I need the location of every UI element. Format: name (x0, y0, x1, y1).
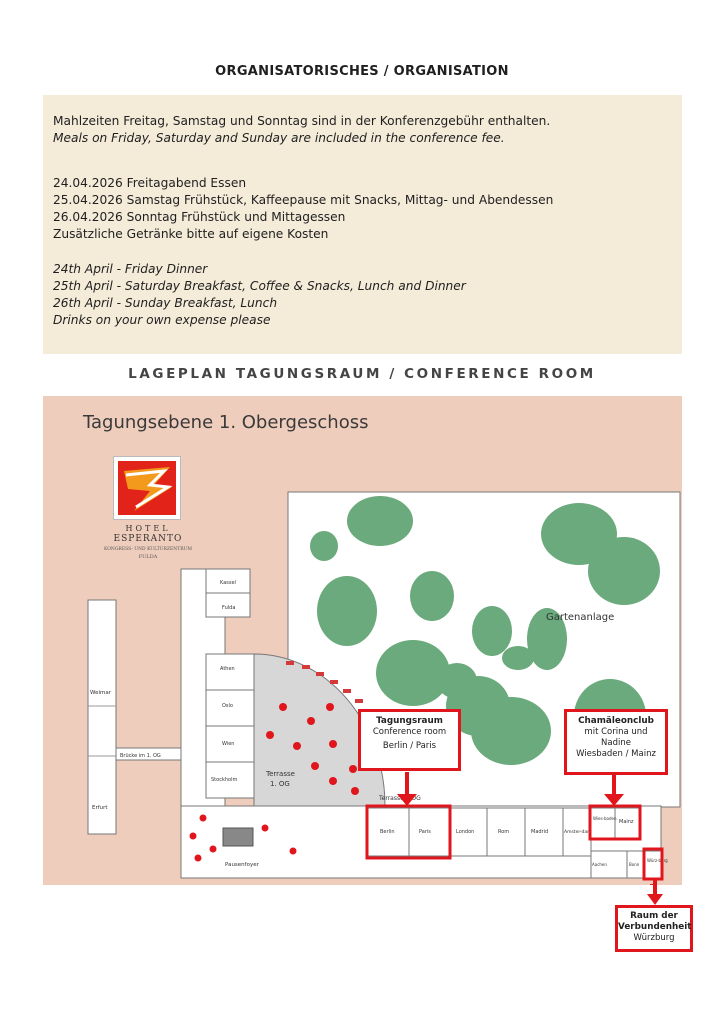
room-wuerzburg: Würz-burg (647, 858, 668, 863)
room-rom: Rom (498, 829, 509, 835)
schedule-de-line: Zusätzliche Getränke bitte auf eigene Ko… (53, 227, 329, 241)
room-oslo: Oslo (222, 703, 233, 709)
meals-info-box: Mahlzeiten Freitag, Samstag und Sonntag … (43, 95, 682, 354)
callout-chamaeleon-title: Chamäleonclub (578, 716, 654, 726)
hotel-name-line3: KONGRESS- UND KULTURZENTRUM (103, 547, 193, 552)
room-wien: Wien (222, 741, 234, 747)
room-amsterdam: Amster-dam (564, 829, 592, 835)
highlight-berlin-paris (365, 804, 452, 860)
foyer-label: Pausenfoyer (225, 862, 260, 868)
garden-trees (310, 496, 660, 765)
room-mainz: Mainz (619, 819, 634, 825)
room-berlin: Berlin (380, 829, 395, 835)
callout-chamaeleon-line1: mit Corina und (584, 727, 648, 737)
callout-conference-subtitle: Conference room (372, 727, 447, 737)
highlight-wiesbaden-mainz (588, 804, 642, 841)
callout-verbundenheit-room: Würzburg (633, 933, 675, 943)
garden-label: Gartenanlage (546, 612, 614, 623)
hotel-name-line2: ESPERANTO (113, 534, 183, 544)
room-wiesbaden: Wies-baden (593, 816, 617, 821)
callout-raum-der-verbundenheit: Raum der Verbundenheit Würzburg (615, 905, 693, 952)
terrace-label-1: Terrasse (265, 770, 295, 778)
schedule-de-line: 26.04.2026 Sonntag Frühstück und Mittage… (53, 210, 346, 224)
section-title-floorplan: LAGEPLAN TAGUNGSRAUM / CONFERENCE ROOM (128, 366, 596, 382)
terrace-small-label: Terrasse 1.OG (378, 795, 421, 802)
hotel-name-line1: HOTEL (125, 524, 171, 533)
page-title: ORGANISATORISCHES / ORGANISATION (215, 64, 509, 79)
schedule-en-line: Drinks on your own expense please (53, 313, 271, 327)
schedule-de-line: 24.04.2026 Freitagabend Essen (53, 176, 247, 190)
room-stockholm: Stockholm (211, 777, 237, 783)
weimar-wing (87, 599, 117, 835)
schedule-de-line: 25.04.2026 Samstag Frühstück, Kaffeepaus… (53, 193, 554, 207)
schedule-en-line: 25th April - Saturday Breakfast, Coffee … (53, 279, 466, 293)
room-bonn: Bonn (629, 862, 640, 867)
arrow-to-wuerzburg (647, 878, 663, 905)
room-athen: Athen (220, 666, 235, 672)
floor-plan-map: Tagungsebene 1. Obergeschoss HOTEL ESPER… (43, 396, 682, 885)
room-fulda: Fulda (222, 605, 235, 611)
hotel-logo (113, 456, 181, 520)
room-kassel: Kassel (220, 580, 236, 586)
meals-de: Mahlzeiten Freitag, Samstag und Sonntag … (53, 114, 551, 128)
callout-chamaeleonclub: Chamäleonclub mit Corina und Nadine Wies… (564, 709, 668, 775)
hotel-name-line4: FULDA (138, 554, 158, 560)
bridge-label: Brücke im 1. OG (120, 753, 161, 759)
foyer-counter (222, 827, 254, 847)
floor-plan-drawing: Gartenanlage Weimar Erfurt Brücke im 1. … (87, 491, 681, 885)
callout-chamaeleon-rooms: Wiesbaden / Mainz (576, 749, 656, 759)
foyer-tables (189, 814, 297, 862)
callout-conference-rooms: Berlin / Paris (382, 741, 437, 751)
callout-conference-room: Tagungsraum Conference room Berlin / Par… (358, 709, 461, 771)
schedule-en-line: 24th April - Friday Dinner (53, 262, 208, 276)
callout-conference-title: Tagungsraum (376, 716, 443, 726)
room-aachen: Aachen (592, 862, 607, 867)
room-madrid: Madrid (531, 829, 548, 835)
terrace-benches (286, 661, 363, 703)
schedule-en-line: 26th April - Sunday Breakfast, Lunch (53, 296, 278, 310)
room-weimar: Weimar (90, 690, 112, 696)
meals-en: Meals on Friday, Saturday and Sunday are… (53, 131, 505, 145)
room-erfurt: Erfurt (92, 805, 108, 811)
room-london: London (456, 829, 474, 835)
callout-verbundenheit-title2: Verbundenheit (618, 922, 692, 932)
callout-chamaeleon-line2: Nadine (601, 738, 631, 748)
callout-verbundenheit-title1: Raum der (630, 911, 678, 921)
map-title: Tagungsebene 1. Obergeschoss (83, 412, 369, 433)
terrace-tables (266, 703, 359, 795)
room-paris: Paris (419, 829, 431, 835)
terrace-label-2: 1. OG (270, 780, 290, 788)
